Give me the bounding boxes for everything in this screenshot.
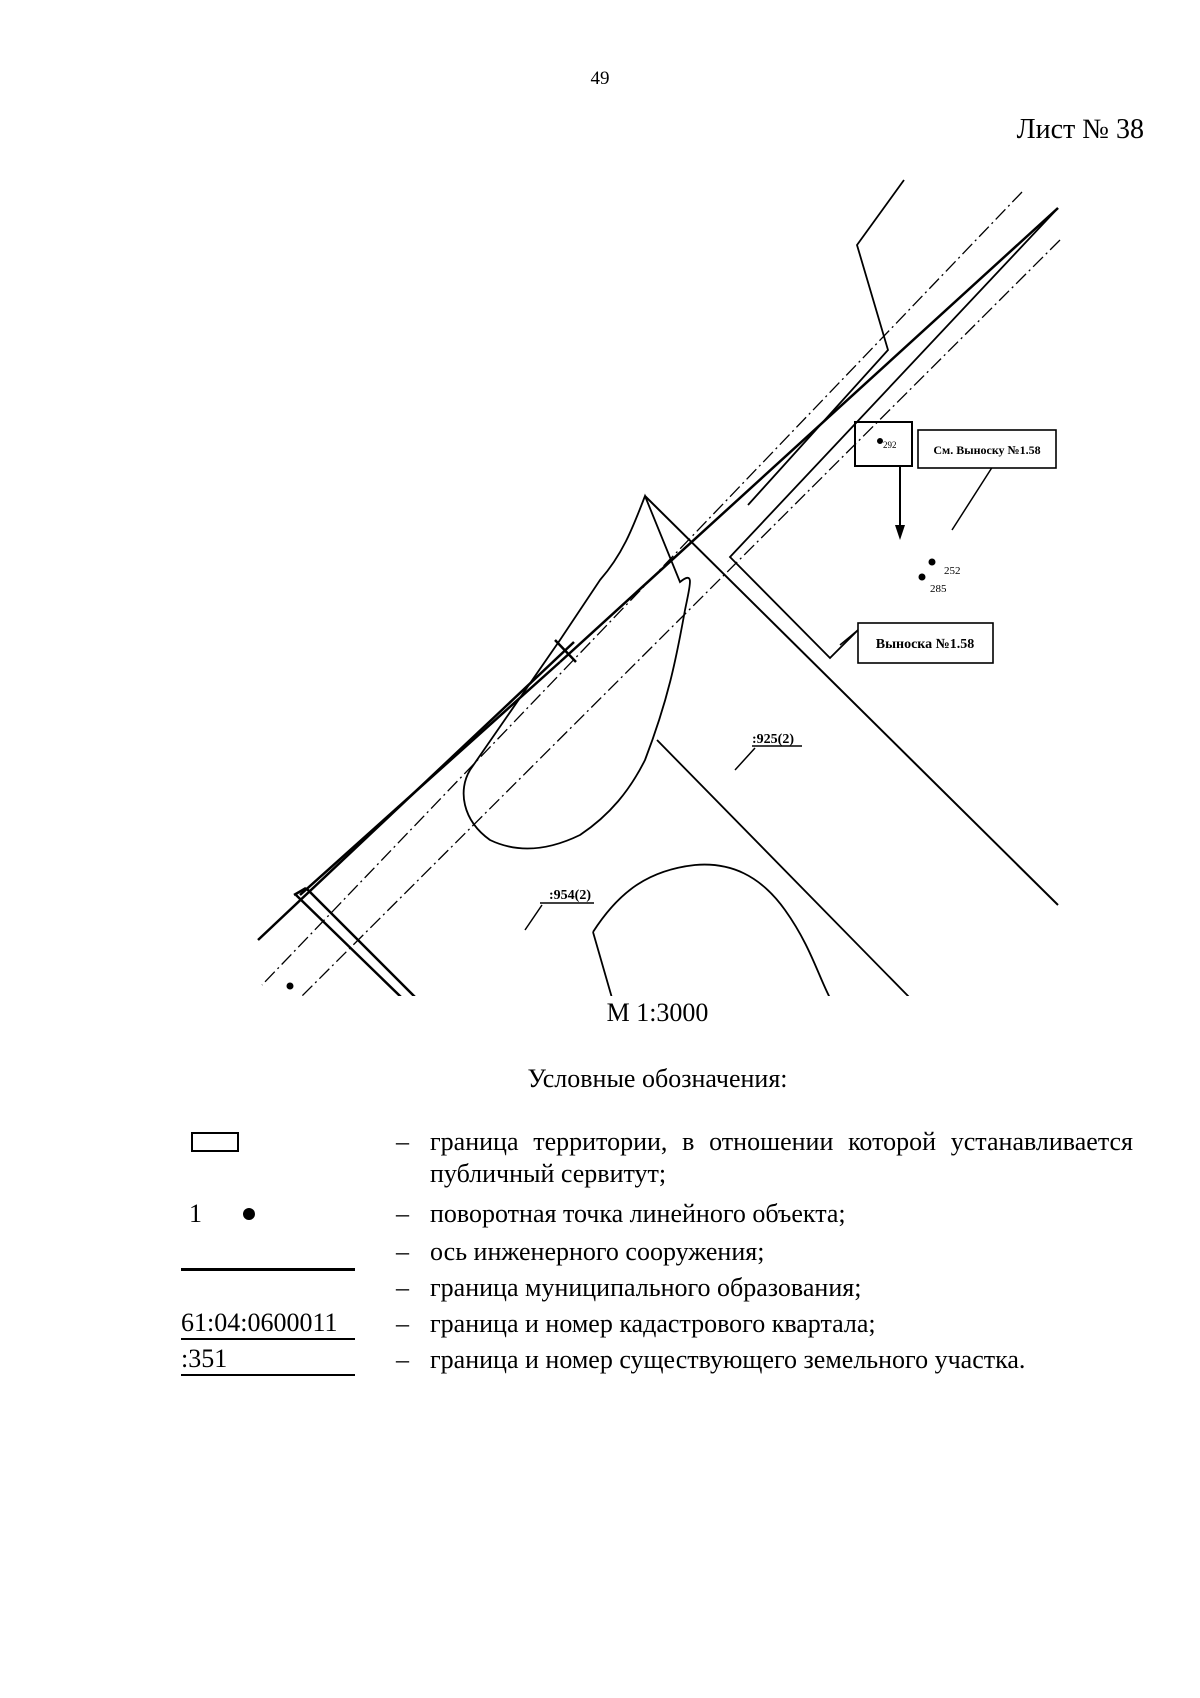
boundary-tick: [293, 886, 307, 897]
parcel-boundary: [656, 739, 910, 996]
engineering-axis-line: [261, 191, 1023, 986]
callout-frame: [854, 421, 913, 467]
parcel-954-boundary: [592, 931, 613, 996]
turning-point: [286, 982, 294, 990]
engineering-axis-line: [301, 239, 1061, 996]
parcel-boundary: [747, 179, 905, 506]
turning-point: [877, 438, 883, 444]
callout-box: [857, 622, 994, 664]
municipal-boundary-line: [257, 641, 575, 941]
boundary-tick: [295, 894, 402, 996]
municipal-boundary-line: [559, 207, 1059, 663]
legend-dash: –: [396, 1273, 409, 1302]
legend-row-servitude-boundary: – граница территории, в отношении которо…: [181, 1126, 1133, 1190]
turning-point: [928, 558, 936, 566]
callout-label: Выноска №1.58: [876, 637, 974, 652]
legend-symbol: [181, 1236, 396, 1268]
legend-symbol: 61:04:0600011: [181, 1308, 396, 1340]
cadastral-quarter-code: 61:04:0600011: [181, 1308, 355, 1340]
sheet-title: Лист № 38: [1016, 114, 1144, 145]
legend-dash: –: [396, 1127, 409, 1156]
point-label: 285: [930, 583, 947, 595]
callout-ref-box: [917, 429, 1057, 469]
legend-symbol: 1: [181, 1198, 396, 1230]
legend-row-cadastral-quarter: 61:04:0600011 – граница и номер кадастро…: [181, 1308, 1133, 1340]
point-label: 252: [944, 565, 961, 577]
legend-text: граница и номер существующего земельного…: [430, 1345, 1026, 1374]
leader-line: [839, 629, 859, 646]
contour-lobe: [462, 493, 691, 850]
land-parcel-code: :351: [181, 1344, 355, 1376]
legend-symbol: [181, 1126, 396, 1158]
legend-row-land-parcel: :351 – граница и номер существующего зем…: [181, 1344, 1133, 1376]
turning-point-number: 1: [189, 1199, 202, 1228]
legend-title: Условные обозначения:: [527, 1064, 788, 1093]
parcel-954-boundary: [592, 863, 831, 996]
legend-symbol: [181, 1268, 396, 1304]
callout-ref-label: См. Выноску №1.58: [933, 443, 1040, 457]
parcel-925-label: :925(2): [752, 732, 794, 747]
legend-symbol: :351: [181, 1344, 396, 1376]
parcel-925-boundary: [644, 495, 1059, 906]
leader-line-925: [734, 747, 756, 771]
parcel-boundary: [728, 207, 1059, 660]
turning-point-symbol: [243, 1208, 255, 1220]
legend-text: граница муниципального образования;: [430, 1273, 862, 1302]
legend-row-turning-point: 1 – поворотная точка линейного объекта;: [181, 1198, 1133, 1230]
boundary-tick: [305, 887, 416, 996]
servitude-boundary-symbol: [191, 1132, 239, 1152]
legend-row-engineering-axis: – ось инженерного сооружения;: [181, 1236, 1133, 1268]
cadastral-map: См. Выноску №1.58 Выноска №1.58 :925(2) …: [257, 179, 1061, 996]
parcel-954-label: :954(2): [549, 888, 591, 903]
point-label: 292: [883, 440, 897, 450]
legend-text: граница территории, в отношении которой …: [430, 1127, 1133, 1188]
legend-dash: –: [396, 1199, 409, 1228]
legend-text: поворотная точка линейного объекта;: [430, 1199, 846, 1228]
legend-row-municipal-boundary: – граница муниципального образования;: [181, 1268, 1133, 1304]
legend-dash: –: [396, 1237, 409, 1266]
leader-line-954: [524, 904, 543, 931]
legend-dash: –: [396, 1309, 409, 1338]
legend-text: граница и номер кадастрового квартала;: [430, 1309, 876, 1338]
legend-text: ось инженерного сооружения;: [430, 1237, 765, 1266]
page-number: 49: [590, 68, 610, 89]
turning-point: [918, 573, 926, 581]
legend: – граница территории, в отношении которо…: [181, 1126, 1133, 1376]
legend-dash: –: [396, 1345, 409, 1374]
callout-arrow-head: [895, 525, 905, 540]
map-scale: М 1:3000: [606, 998, 709, 1027]
municipal-boundary-symbol: [181, 1268, 355, 1271]
